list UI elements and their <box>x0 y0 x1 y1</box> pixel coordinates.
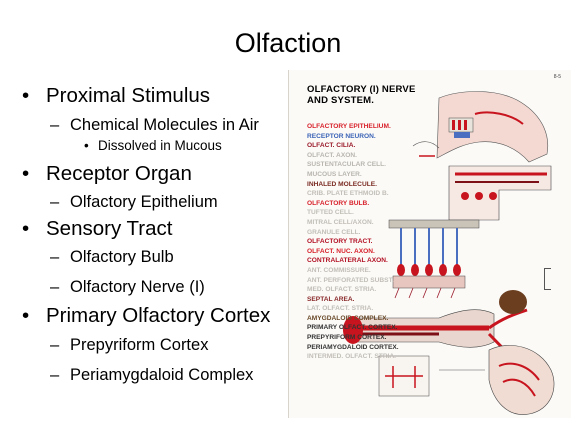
legend-label: MED. OLFACT. STRIA. <box>307 286 377 294</box>
legend-label: PREPYRIFORM CORTEX. <box>307 334 387 342</box>
legend-label: ANT. COMMISSURE. <box>307 266 371 274</box>
legend-label: SUSTENTACULAR CELL. <box>307 161 386 169</box>
sub-bullet-item: –Periamygdaloid Complex <box>50 366 254 384</box>
legend-label: INHALED MOLECULE. <box>307 180 377 188</box>
bullet-item: •Proximal Stimulus <box>22 84 211 107</box>
olfactory-nerve-upper <box>474 111 524 125</box>
lower-inset-tracts <box>385 366 423 388</box>
slide-title: Olfaction <box>234 28 342 58</box>
legend-label: PERIAMYGDALOID CORTEX. <box>307 343 399 351</box>
prepyriform-cortex-paths <box>498 362 540 397</box>
bullet-item: •Sensory Tract <box>22 217 173 240</box>
legend-label: MUCOUS LAYER. <box>307 170 362 178</box>
sub-bullet-item: –Olfactory Nerve (I) <box>50 278 205 296</box>
legend-label: CONTRALATERAL AXON. <box>307 257 388 265</box>
legend-label: SEPTAL AREA. <box>307 295 355 303</box>
sub-bullet-item: –Olfactory Bulb <box>50 248 174 266</box>
glomeruli <box>461 192 497 200</box>
legend-label: INTERMED. OLFACT. STRIA. <box>307 353 397 361</box>
sub-bullet-item: –Prepyriform Cortex <box>50 336 209 354</box>
legend-label: OLFACTORY BULB. <box>307 199 370 207</box>
temporal-lobe <box>488 345 555 415</box>
bullet-item: •Primary Olfactory Cortex <box>22 304 271 327</box>
plate-page-label: 8-5 <box>553 74 561 80</box>
olfactory-bulb-shape <box>343 316 363 344</box>
legend-label: TUFTED CELL. <box>307 209 354 217</box>
legend-label: RECEPTOR NEURON. <box>307 132 376 140</box>
mucous-layer <box>392 275 466 289</box>
bullet-list: •Proximal Stimulus –Chemical Molecules i… <box>20 80 300 385</box>
legend-label: OLFACTORY TRACT. <box>307 238 373 246</box>
receptor-cell-bodies <box>397 264 461 276</box>
olfactory-cilia <box>394 287 456 299</box>
legend-label: PRIMARY OLFACT. CORTEX. <box>307 324 398 332</box>
bracket-mark <box>544 268 551 290</box>
legend-label: OLFACT. AXON. <box>307 151 357 159</box>
bullet-item: •Receptor Organ <box>22 162 192 185</box>
plate-legend: OLFACTORY EPITHELIUM. RECEPTOR NEURON. OLF… <box>307 122 437 362</box>
legend-label: ANT. PERFORATED SUBST. <box>307 276 394 284</box>
nasal-cavity-sketch <box>412 141 440 149</box>
legend-label: OLFACT. NUC. AXON. <box>307 247 375 255</box>
legend-label: LAT. OLFACT. STRIA. <box>307 305 374 313</box>
lateral-stria <box>488 308 528 330</box>
olfactory-system-illustration <box>343 91 555 415</box>
anatomy-plate-image: 8-5 OLFACTORY (I) NERVE AND SYSTEM. OLFA… <box>288 70 571 418</box>
sub-sub-bullet-item: •Dissolved in Mucous <box>84 138 222 153</box>
receptor-axons <box>400 228 458 266</box>
legend-label: MITRAL CELL/AXON. <box>307 218 374 226</box>
receptor-neuron-upper <box>454 132 470 138</box>
plate-title: OLFACTORY (I) NERVE AND SYSTEM. <box>307 84 416 106</box>
legend-label: GRANULE CELL. <box>307 228 361 236</box>
legend-label: CRIB. PLATE ETHMOID B. <box>307 190 389 198</box>
sub-bullet-item: –Chemical Molecules in Air <box>50 116 259 134</box>
legend-label: AMYGDALOID COMPLEX. <box>307 314 389 322</box>
sub-bullet-item: –Olfactory Epithelium <box>50 193 218 211</box>
legend-label: OLFACT. CILIA. <box>307 142 356 150</box>
legend-label: OLFACTORY EPITHELIUM. <box>307 123 391 130</box>
head-sagittal-outline <box>436 91 549 163</box>
cribriform-plate <box>388 219 480 229</box>
receptor-cells-upper <box>452 120 467 130</box>
amygdaloid-complex <box>499 290 527 314</box>
